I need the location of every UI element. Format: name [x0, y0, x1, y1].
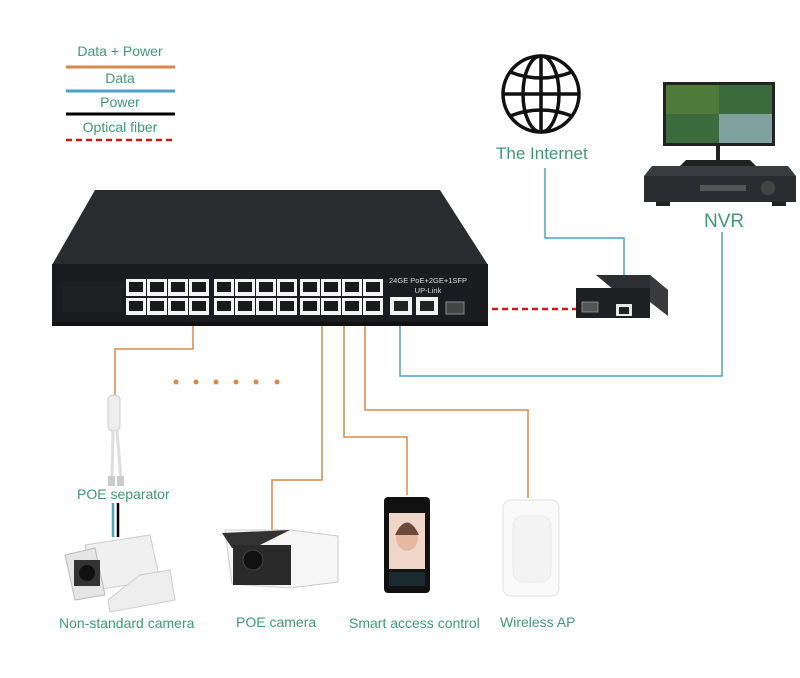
line-internet-converter [544, 168, 625, 290]
rj45-port-socket [192, 282, 206, 292]
legend-power-label: Power [100, 94, 140, 110]
rj45-ports [126, 279, 383, 315]
line-port-poe-camera [271, 318, 323, 530]
non-standard-camera-label: Non-standard camera [59, 615, 195, 631]
rj45-port-socket [171, 301, 185, 311]
rj45-port-socket [303, 301, 317, 311]
rj45-port-socket [217, 301, 231, 311]
rj45-port-socket [303, 282, 317, 292]
rj45-port-socket [345, 301, 359, 311]
line-port-wireless-ap [364, 318, 529, 498]
rj45-port-socket [280, 282, 294, 292]
line-uplink-nvr [399, 232, 723, 377]
rj45-port-socket [259, 282, 273, 292]
rj45-port-socket [192, 301, 206, 311]
rj45-port-socket [280, 301, 294, 311]
rj45-port-socket [259, 301, 273, 311]
rj45-port-socket [238, 301, 252, 311]
switch-model-text: 24GE PoE+2GE+1SFP [389, 276, 467, 285]
wireless-ap-device [502, 499, 560, 597]
media-converter [576, 275, 668, 318]
wireless-ap-label: Wireless AP [500, 614, 576, 630]
rj45-port-socket [171, 282, 185, 292]
rj45-port-socket [150, 282, 164, 292]
rj45-port-socket [345, 282, 359, 292]
line-port-access-control [343, 318, 408, 495]
rj45-port-socket [324, 282, 338, 292]
legend-data-power-label: Data + Power [77, 43, 163, 59]
nvr-device [644, 82, 796, 206]
rj45-port-socket [217, 282, 231, 292]
globe-icon [501, 54, 581, 134]
rj45-port-socket [324, 301, 338, 311]
poe-camera-device [222, 529, 339, 589]
poe-camera-label: POE camera [236, 614, 317, 630]
switch-uplink-text: UP-Link [415, 286, 442, 295]
non-standard-camera-device [64, 534, 176, 613]
rj45-port-socket [366, 282, 380, 292]
rj45-port-socket [150, 301, 164, 311]
internet-label: The Internet [496, 144, 588, 163]
line-port-separator [114, 318, 194, 395]
rj45-port-socket [129, 282, 143, 292]
sfp-port [445, 301, 465, 315]
access-control-device [384, 497, 430, 593]
rj45-port-socket [238, 282, 252, 292]
more-devices-dots [173, 379, 280, 385]
legend-data-label: Data [105, 70, 135, 86]
nvr-label: NVR [704, 211, 745, 232]
poe-separator-device [107, 394, 124, 486]
poe-switch: 24GE PoE+2GE+1SFP UP-Link [52, 190, 488, 326]
legend-fiber-label: Optical fiber [82, 119, 158, 135]
poe-separator-label: POE separator [77, 486, 170, 502]
rj45-port-socket [366, 301, 380, 311]
status-leds [62, 282, 122, 312]
rj45-port-socket [129, 301, 143, 311]
access-control-label: Smart access control [349, 615, 480, 631]
